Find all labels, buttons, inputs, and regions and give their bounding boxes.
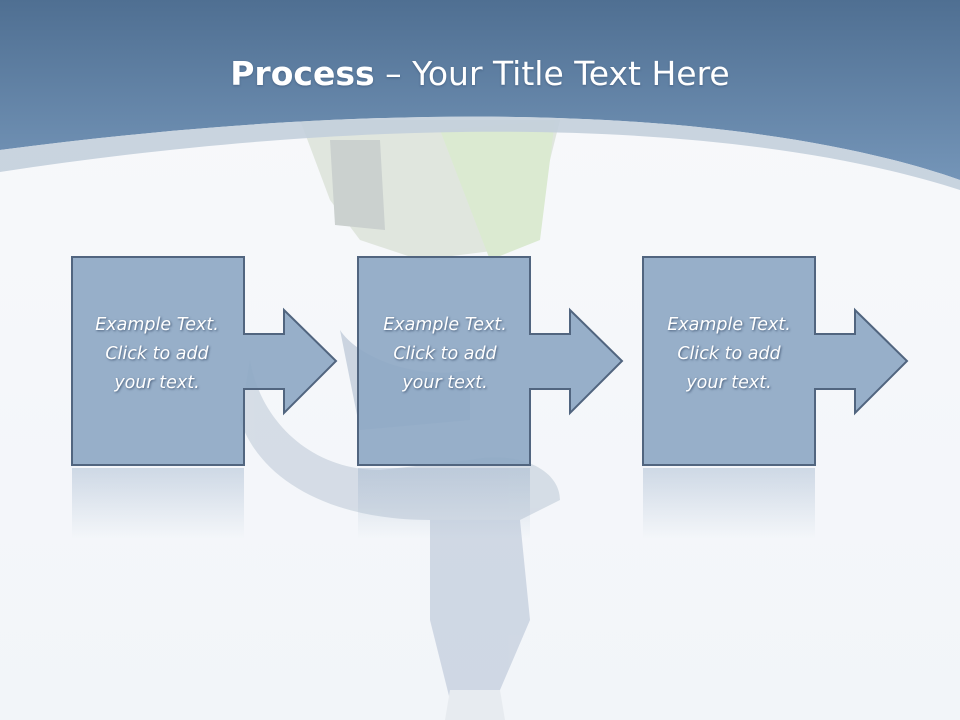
step-box-1 <box>71 256 338 466</box>
header-band <box>0 0 960 180</box>
reflection-1 <box>72 468 244 538</box>
step-3-line-3: your text. <box>686 373 772 393</box>
slide-title[interactable]: Process – Your Title Text Here <box>0 52 960 96</box>
step-2-line-2: Click to add <box>393 344 497 364</box>
reflection-2 <box>358 468 530 538</box>
process-step-1[interactable] <box>71 256 338 466</box>
process-step-3[interactable] <box>642 256 909 466</box>
step-box-2 <box>357 256 624 466</box>
step-3-line-2: Click to add <box>677 344 781 364</box>
step-text-2[interactable]: Example Text. Click to add your text. <box>360 311 530 398</box>
title-rest: – Your Title Text Here <box>374 54 730 93</box>
step-box-3 <box>642 256 909 466</box>
title-bold: Process <box>230 54 375 93</box>
step-3-line-1: Example Text. <box>667 315 791 335</box>
header-swoosh <box>0 116 960 190</box>
step-1-line-1: Example Text. <box>95 315 219 335</box>
step-text-3[interactable]: Example Text. Click to add your text. <box>644 311 814 398</box>
step-1-line-2: Click to add <box>105 344 209 364</box>
step-1-line-3: your text. <box>114 373 200 393</box>
reflection-3 <box>643 468 815 538</box>
step-2-line-1: Example Text. <box>383 315 507 335</box>
step-2-line-3: your text. <box>402 373 488 393</box>
step-text-1[interactable]: Example Text. Click to add your text. <box>72 311 242 398</box>
process-step-2[interactable] <box>357 256 624 466</box>
